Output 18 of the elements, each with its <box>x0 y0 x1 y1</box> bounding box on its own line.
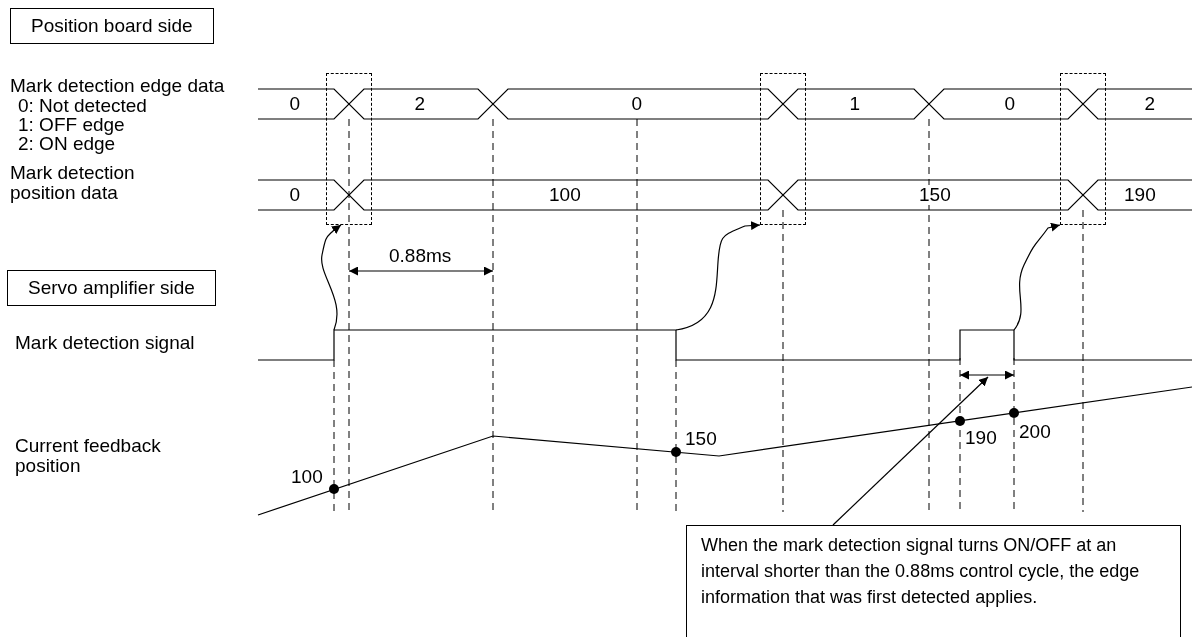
dashed-frame <box>326 73 372 225</box>
note-box: When the mark detection signal turns ON/OFF at an interval shorter than the 0.88ms control cycle, the edge information that was first detected applies. <box>686 525 1181 637</box>
leader-line <box>832 376 989 526</box>
signal-name: Mark detection signal <box>15 333 195 353</box>
signal-name: Current feedback position <box>15 436 162 476</box>
dashed-frame <box>1060 73 1106 225</box>
legend-text: 0: Not detected <box>18 96 147 116</box>
legend-text: 1: OFF edge <box>18 115 125 135</box>
curved-arrow <box>675 221 761 331</box>
curved-arrow <box>321 224 342 331</box>
bus-value: 150 <box>919 185 951 205</box>
curved-arrow <box>1013 222 1061 331</box>
signal-name: Mark detection position data <box>10 163 136 203</box>
signal-name: Mark detection edge data <box>10 76 225 96</box>
dashed-frame <box>760 73 806 225</box>
legend-text: 2: ON edge <box>18 134 116 154</box>
section-heading-box: Servo amplifier side <box>7 270 216 306</box>
section-heading-box: Position board side <box>10 8 214 44</box>
